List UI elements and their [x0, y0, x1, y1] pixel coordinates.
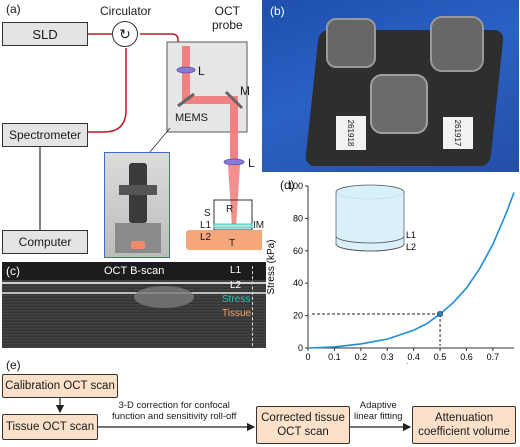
computer-box: Computer — [2, 230, 88, 254]
oct-bscan-title: OCT B-scan — [104, 265, 164, 277]
spectrometer-box: Spectrometer — [2, 123, 88, 147]
cylinder-l2-label: L2 — [406, 242, 416, 252]
sample-holder-photo: 261918 261917 — [262, 0, 519, 172]
lens-lower — [224, 159, 244, 165]
sld-label: SLD — [32, 27, 57, 42]
bscan-l1-label: L1 — [230, 265, 241, 276]
mems-label: MEMS — [175, 112, 208, 124]
tag-1: 261918 — [336, 116, 366, 150]
circulator-icon: ↻ — [112, 21, 138, 47]
oct-probe-label: OCT probe — [212, 4, 243, 32]
y-tick-label: 80 — [293, 213, 303, 223]
corrected-scan-label: Corrected tissue OCT scan — [261, 411, 345, 439]
lens-lower-label: L — [248, 156, 255, 170]
lens-top-label: L — [198, 64, 205, 78]
tag-1-text: 261918 — [347, 120, 356, 147]
sample-S-label: S — [204, 208, 211, 219]
y-tick-label: 100 — [288, 181, 303, 191]
y-axis-label: Stress (kPa) — [266, 239, 277, 294]
probe-photo-inset — [104, 152, 170, 258]
fitting-text: Adaptive linear fitting — [354, 400, 403, 422]
layer-L2-label: L2 — [200, 232, 211, 243]
cylinder-body — [336, 192, 404, 251]
stress-strain-chart: 02040608010000.10.20.30.40.50.60.7Strain… — [262, 174, 520, 364]
panel-b-label: (b) — [270, 4, 285, 18]
computer-label: Computer — [19, 235, 72, 249]
correction-text: 3-D correction for confocal function and… — [112, 400, 236, 422]
annotation-point — [438, 311, 443, 316]
tissue-T-label: T — [229, 238, 235, 249]
y-tick-label: 60 — [293, 246, 303, 256]
sld-box: SLD — [2, 22, 88, 46]
bscan-stress-label: Stress — [222, 294, 250, 305]
y-tick-label: 20 — [293, 311, 303, 321]
spectrometer-label: Spectrometer — [9, 128, 81, 142]
attenuation-label: Attenuation coefficient volume — [418, 411, 510, 439]
panel-c-label: (c) — [6, 264, 20, 278]
circulator-label: Circulator — [100, 4, 151, 18]
tag-2: 261917 — [443, 117, 473, 149]
attenuation-box: Attenuation coefficient volume — [412, 406, 516, 444]
bscan-l2-label: L2 — [230, 280, 241, 291]
lens-top — [177, 67, 195, 73]
layer-L1-label: L1 — [200, 220, 211, 231]
mirror-label: M — [240, 84, 250, 98]
sample-R-label: R — [226, 204, 233, 215]
y-tick-label: 40 — [293, 278, 303, 288]
tag-2-text: 261917 — [454, 120, 463, 147]
y-tick-label: 0 — [298, 343, 303, 353]
corrected-scan-box: Corrected tissue OCT scan — [256, 406, 350, 444]
bscan-tissue-label: Tissue — [222, 308, 251, 319]
cylinder-l1-label: L1 — [406, 230, 416, 240]
